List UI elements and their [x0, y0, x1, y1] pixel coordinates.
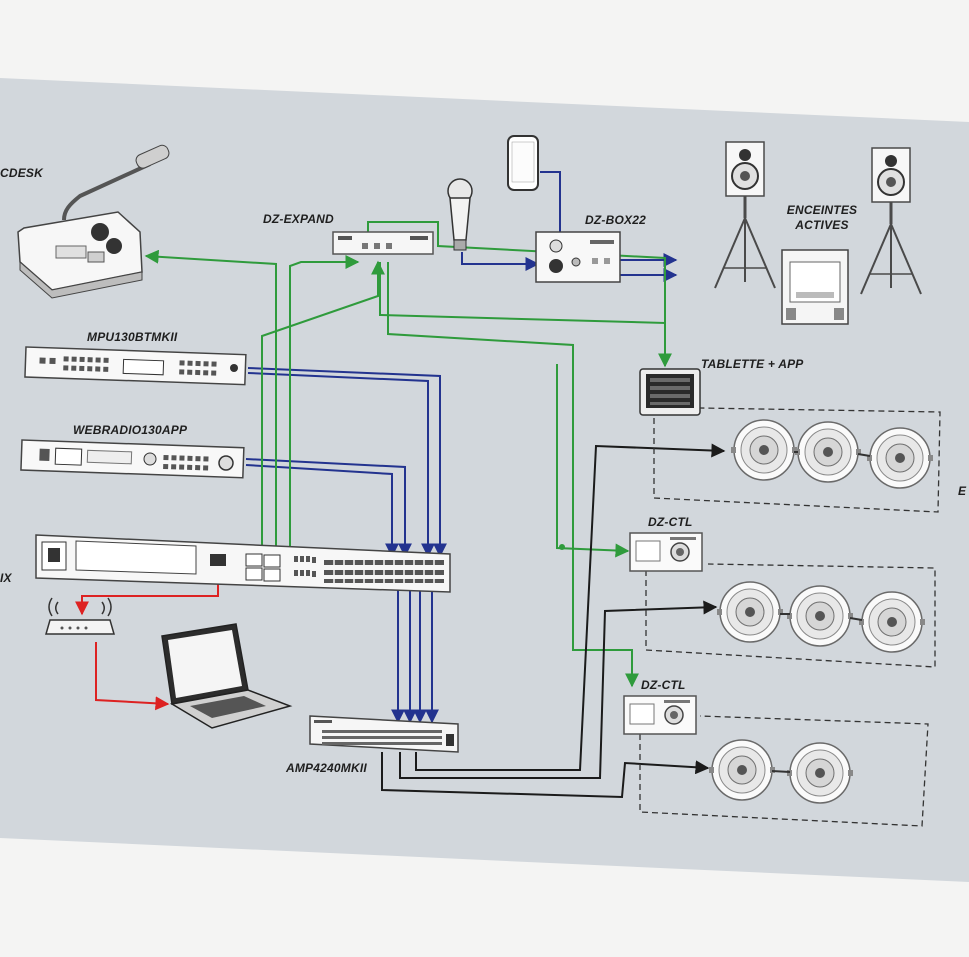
active-speaker-icon — [713, 140, 777, 290]
dz-ctl-label-2: DZ-CTL — [641, 678, 686, 692]
ceiling-speaker-icon — [858, 591, 926, 653]
mpu130btmkii-rack — [24, 346, 247, 386]
ceiling-speaker-icon — [730, 419, 798, 481]
ceiling-speaker-icon — [794, 421, 862, 483]
ceiling-speaker-icon — [786, 742, 854, 804]
ceiling-speaker-icon — [786, 585, 854, 647]
desk-microphone-icon — [17, 144, 170, 299]
speaker-zones — [639, 407, 941, 827]
dz-expand-unit — [332, 231, 434, 255]
green-links — [144, 221, 672, 688]
subwoofer-icon — [781, 249, 849, 325]
active-speakers-label-line1: ENCEINTES — [786, 203, 858, 217]
dz-box22-label: DZ-BOX22 — [585, 213, 646, 227]
matrix-label-partial: IX — [0, 571, 12, 585]
amp4240mkii-rack — [309, 715, 459, 753]
desk-label: CDESK — [0, 166, 44, 180]
speaker-links — [381, 443, 726, 799]
laptop-icon — [161, 623, 293, 729]
ceiling-speaker-icon — [866, 427, 934, 489]
webradio130app-rack — [20, 439, 245, 479]
dz-expand-label: DZ-EXPAND — [263, 212, 334, 226]
blue-links — [245, 171, 678, 724]
active-speakers-label: ENCEINTES ACTIVES — [784, 203, 860, 233]
webradio-label: WEBRADIO130APP — [73, 423, 188, 437]
dz-ctl-panel — [623, 695, 697, 735]
mpu-label: MPU130BTMKII — [87, 330, 178, 344]
dz-box22-unit — [535, 231, 621, 283]
dz-ctl-label-1: DZ-CTL — [648, 515, 693, 529]
ceiling-speaker-icon — [708, 739, 776, 801]
ceiling-speaker-icon — [716, 581, 784, 643]
tablet-icon — [639, 368, 701, 416]
handheld-microphone-icon — [447, 178, 473, 251]
active-speakers-label-line2: ACTIVES — [795, 218, 849, 232]
matrix-rack — [35, 534, 451, 593]
amp-label: AMP4240MKII — [286, 761, 367, 775]
zone-label-partial: E — [958, 484, 967, 498]
dz-ctl-panel — [629, 532, 703, 572]
active-speaker-icon — [859, 146, 923, 296]
tablet-label: TABLETTE + APP — [701, 357, 804, 371]
router-icon — [45, 597, 115, 635]
phone-icon — [507, 135, 539, 191]
